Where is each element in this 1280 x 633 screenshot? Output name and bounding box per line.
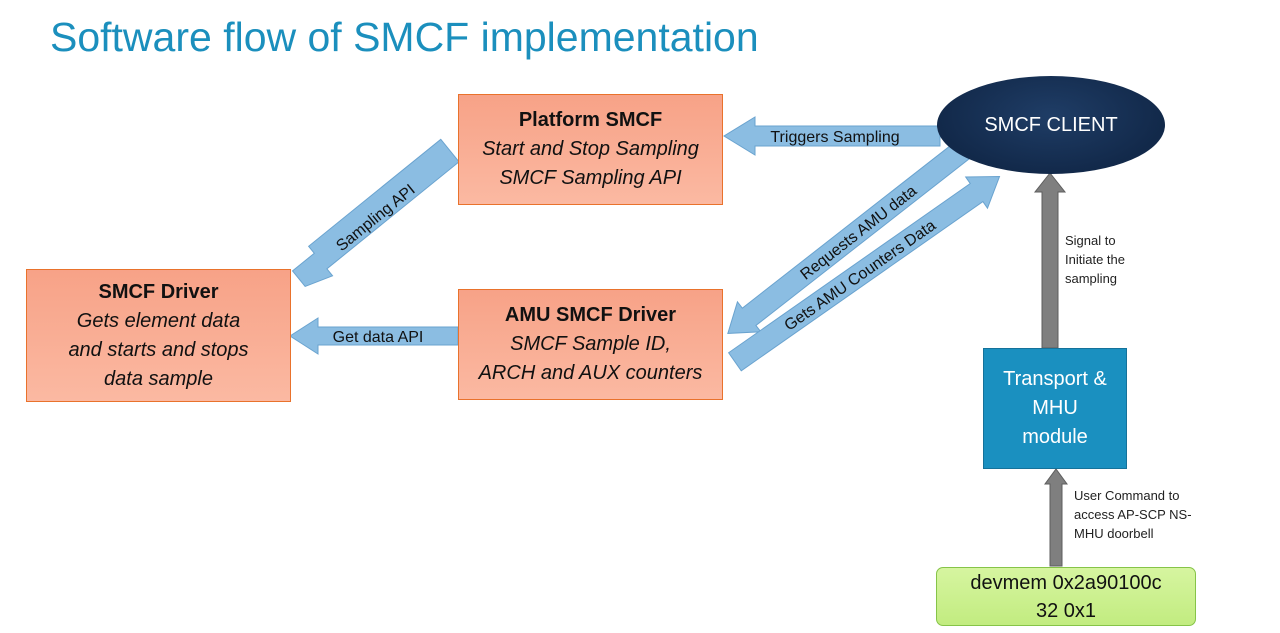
devmem-command-box: devmem 0x2a90100c 32 0x1	[936, 567, 1196, 626]
arrow-get-data-api: Get data API	[289, 317, 459, 355]
platform-smcf-line1: Start and Stop Sampling	[482, 138, 699, 160]
arrow-triggers-sampling: Triggers Sampling	[723, 116, 941, 156]
signal-note-line3: sampling	[1065, 271, 1118, 286]
user-command-line1: User Command to	[1074, 488, 1180, 503]
transport-line1: Transport &	[1003, 368, 1107, 390]
transport-line3: module	[1022, 426, 1088, 448]
amu-smcf-driver-box: AMU SMCF Driver SMCF Sample ID, ARCH and…	[458, 289, 723, 400]
smcf-driver-line1: Gets element data	[76, 309, 241, 332]
user-command-line3: MHU doorbell	[1074, 526, 1154, 541]
platform-smcf-title: Platform SMCF	[518, 109, 663, 131]
amu-smcf-driver-title: AMU SMCF Driver	[504, 304, 677, 326]
amu-smcf-driver-line1: SMCF Sample ID,	[510, 333, 671, 355]
user-command-line2: access AP-SCP NS-	[1074, 507, 1192, 522]
platform-smcf-line2: SMCF Sampling API	[499, 167, 682, 189]
smcf-driver-line3: data sample	[104, 367, 213, 390]
arrow-label-get-data: Get data API	[333, 329, 424, 346]
page-title: Software flow of SMCF implementation	[50, 14, 759, 60]
smcf-client-label: SMCF CLIENT	[984, 113, 1118, 136]
arrow-requests-amu: Requests AMU data	[727, 130, 984, 334]
transport-mhu-box: Transport & MHU module	[983, 348, 1127, 469]
arrow-sampling-api: Sampling API	[291, 138, 460, 288]
amu-smcf-driver-line2: ARCH and AUX counters	[478, 362, 703, 384]
smcf-driver-title: SMCF Driver	[98, 280, 219, 303]
smcf-driver-line2: and starts and stops	[68, 338, 249, 361]
signal-note: Signal to Initiate the sampling	[1065, 231, 1125, 288]
signal-note-line2: Initiate the	[1065, 252, 1125, 267]
devmem-line1: devmem 0x2a90100c	[970, 571, 1162, 594]
user-command-note: User Command to access AP-SCP NS- MHU do…	[1074, 486, 1192, 543]
arrow-label-triggers: Triggers Sampling	[770, 129, 899, 146]
smcf-driver-box: SMCF Driver Gets element data and starts…	[26, 269, 291, 402]
arrow-signal-initiate	[1033, 172, 1067, 349]
arrow-gets-counters: Gets AMU Counters Data	[727, 175, 1001, 372]
devmem-line2: 32 0x1	[1035, 599, 1097, 622]
signal-note-line1: Signal to	[1065, 233, 1116, 248]
transport-line2: MHU	[1032, 397, 1078, 419]
arrow-user-command	[1044, 468, 1068, 567]
smcf-client-node: SMCF CLIENT	[937, 76, 1165, 174]
platform-smcf-box: Platform SMCF Start and Stop Sampling SM…	[458, 94, 723, 205]
